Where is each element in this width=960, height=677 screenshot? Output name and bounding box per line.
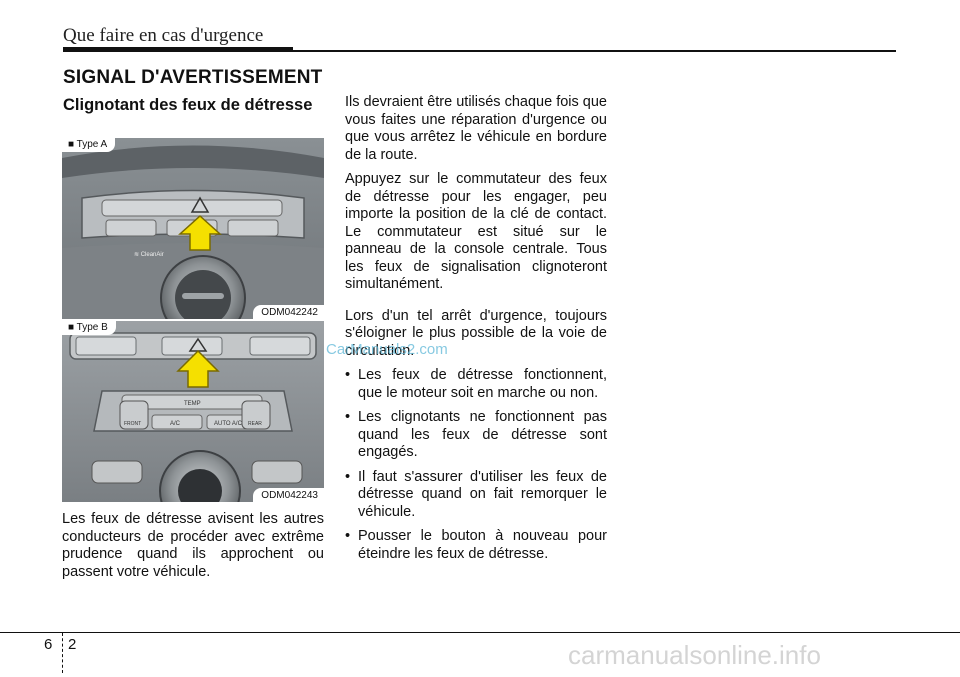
figure-code: ODM042243 — [253, 488, 324, 502]
arrow-icon — [176, 349, 220, 388]
list-item-text: Les feux de détresse fonctionnent, que l… — [358, 367, 607, 401]
console-illustration-b: TEMP A/C AUTO A/C FRONT REAR — [62, 321, 324, 502]
footer-divider — [62, 633, 63, 673]
right-column: Ils devraient être utilisés chaque fois … — [345, 94, 607, 570]
list-item: • Il faut s'assurer d'utiliser les feux d… — [345, 469, 607, 522]
svg-text:≋ CleanAir: ≋ CleanAir — [134, 252, 164, 258]
list-item-text: Les clignotants ne fonctionnent pas quan… — [358, 409, 607, 460]
figure-type-label: ■ Type A — [62, 138, 116, 152]
bullet-icon: • — [345, 367, 351, 383]
list-item: • Pousser le bouton à nouveau pour éteind… — [345, 528, 607, 563]
section-title: SIGNAL D'AVERTISSEMENT — [63, 67, 323, 88]
header-title: Que faire en cas d'urgence — [63, 25, 264, 46]
bullet-icon: • — [345, 409, 351, 425]
list-item-text: Il faut s'assurer d'utiliser les feux de… — [358, 468, 607, 520]
temp-label: TEMP — [184, 401, 201, 407]
figure-type-b: ■ Type B TEMP A/C AUTO A/C FRONT REAR — [62, 321, 324, 502]
left-paragraph: Les feux de détresse avisent les autres … — [62, 511, 324, 580]
bullet-list: • Les feux de détresse fonctionnent, que … — [345, 367, 607, 563]
page-number: 2 — [68, 636, 77, 653]
chapter-number: 6 — [44, 636, 53, 653]
front-label: FRONT — [124, 421, 141, 427]
arrow-icon — [178, 214, 222, 251]
bullet-icon: • — [345, 468, 351, 485]
list-item-text: Pousser le bouton à nouveau pour éteindr… — [358, 528, 607, 562]
paragraph: Appuyez sur le commutateur des feux de d… — [345, 171, 607, 292]
watermark: CarManuals2.com — [326, 341, 448, 358]
watermark-footer[interactable]: carmanualsonline.info — [568, 640, 821, 670]
figure-code: ODM042242 — [253, 305, 324, 319]
figure-type-label: ■ Type B — [62, 321, 116, 335]
rear-label: REAR — [248, 421, 262, 427]
subsection-title: Clignotant des feux de détresse — [63, 96, 313, 114]
list-item: • Les feux de détresse fonctionnent, que … — [345, 367, 607, 402]
footer-rule — [0, 632, 960, 633]
header-rule-thin — [293, 50, 896, 52]
bullet-icon: • — [345, 528, 351, 544]
paragraph: Lors d'un tel arrêt d'urgence, toujours … — [345, 307, 607, 359]
console-illustration-a: ≋ CleanAir — [62, 138, 324, 319]
header-rule — [63, 47, 293, 52]
list-item: • Les clignotants ne fonctionnent pas qua… — [345, 409, 607, 462]
paragraph: Ils devraient être utilisés chaque fois … — [345, 94, 607, 163]
auto-ac-label: AUTO A/C — [214, 421, 243, 427]
ac-label: A/C — [170, 421, 181, 427]
figure-type-a: ■ Type A ≋ CleanAir ODM042242 — [62, 138, 324, 319]
